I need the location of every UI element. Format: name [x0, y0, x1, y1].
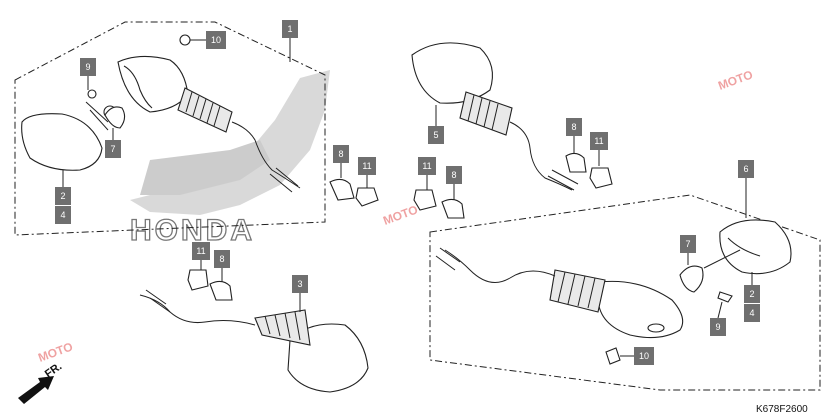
svg-text:9: 9: [85, 62, 90, 72]
callout-8-mid: 8: [446, 166, 462, 184]
callout-8-top-left: 8: [333, 145, 349, 163]
callout-10-top-left: 10: [206, 31, 226, 49]
front-direction-indicator: FR.: [18, 360, 64, 404]
svg-text:2: 2: [749, 289, 754, 299]
callout-9-left: 9: [80, 58, 96, 76]
turn-signal-front-left-assembly: [139, 289, 369, 393]
collar-8-bottom-left: [209, 280, 233, 301]
turn-signal-rear-right-assembly: [411, 42, 579, 191]
callout-10-bottom-right: 10: [634, 347, 654, 365]
svg-text:2: 2: [60, 191, 65, 201]
nut-11-mid: [413, 189, 437, 211]
turn-signal-rear-left-assembly: [21, 55, 301, 193]
svg-text:10: 10: [639, 351, 649, 361]
svg-text:4: 4: [749, 308, 754, 318]
svg-text:8: 8: [451, 170, 456, 180]
callout-7-right: 7: [680, 235, 696, 253]
svg-text:8: 8: [338, 149, 343, 159]
svg-text:9: 9: [715, 322, 720, 332]
svg-text:4: 4: [60, 210, 65, 220]
callout-4-left: 4: [55, 206, 71, 224]
svg-text:1: 1: [287, 24, 292, 34]
nut-11-bottom-left: [187, 269, 209, 291]
svg-text:11: 11: [362, 161, 371, 171]
svg-text:6: 6: [743, 164, 748, 174]
front-arrow-icon: [18, 376, 54, 404]
honda-wing-logo: HONDA: [129, 70, 330, 248]
callout-11-bottom-left: 11: [192, 242, 210, 260]
collar-8-top-right: [565, 152, 587, 173]
callout-5: 5: [428, 126, 444, 144]
callout-4-right: 4: [744, 304, 760, 322]
callout-9-right: 9: [710, 318, 726, 336]
watermark-2: MOTO: [381, 202, 419, 227]
callout-2-right: 2: [744, 285, 760, 303]
screw-9-top-left: [87, 89, 97, 99]
svg-text:7: 7: [685, 239, 690, 249]
collar-8-mid: [441, 198, 465, 219]
honda-logo-text: HONDA: [130, 214, 255, 247]
collar-8-top-left: [329, 178, 355, 201]
callout-8-top-right: 8: [566, 118, 582, 136]
callout-8-bottom-left: 8: [214, 250, 230, 268]
screw-10-top-left: [179, 34, 206, 46]
group-frame-1: [14, 21, 326, 236]
svg-text:10: 10: [211, 35, 221, 45]
svg-text:8: 8: [219, 254, 224, 264]
svg-text:3: 3: [297, 279, 302, 289]
svg-text:11: 11: [594, 136, 603, 146]
callout-1: 1: [282, 20, 298, 38]
svg-text:8: 8: [571, 122, 576, 132]
callout-7-left: 7: [105, 140, 121, 158]
group-frame-6: [429, 194, 821, 391]
screw-10-bottom-right: [605, 347, 634, 365]
callout-11-top-left: 11: [358, 157, 376, 175]
svg-text:7: 7: [110, 144, 115, 154]
watermark-1: MOTO: [716, 67, 754, 92]
nut-11-top-right: [589, 167, 613, 189]
turn-signal-front-right-assembly: [435, 219, 792, 339]
svg-text:11: 11: [422, 161, 431, 171]
callout-2-left: 2: [55, 187, 71, 205]
callout-3: 3: [292, 275, 308, 293]
callout-11-top-right: 11: [590, 132, 608, 150]
diagram-code: K678F2600: [756, 404, 808, 415]
callout-6: 6: [738, 160, 754, 178]
svg-text:11: 11: [196, 246, 205, 256]
callout-11-mid: 11: [418, 157, 436, 175]
svg-text:5: 5: [433, 130, 438, 140]
nut-11-top-left: [355, 187, 379, 207]
